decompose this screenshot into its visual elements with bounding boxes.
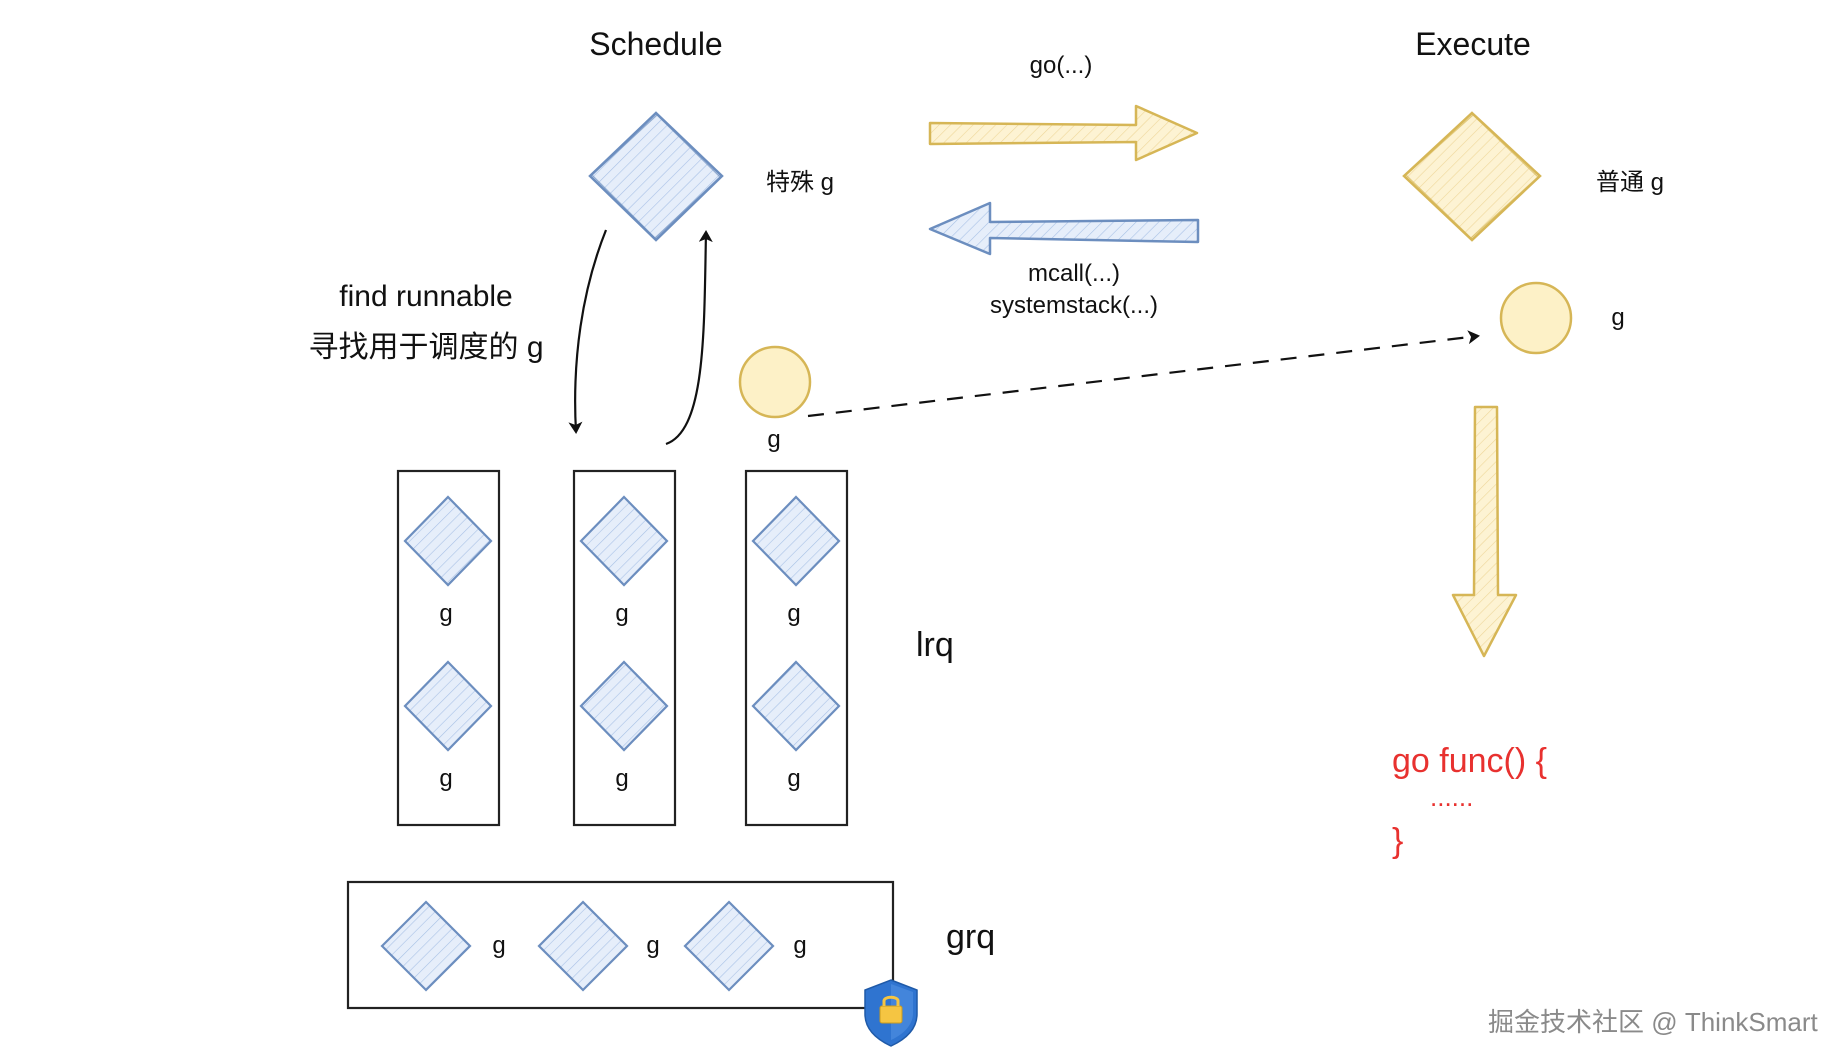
lrq-q2-g1-label: g <box>615 600 629 627</box>
lrq-q2-g1-diamond <box>579 495 669 587</box>
find-runnable-down-arrow <box>568 229 608 434</box>
normal-g-diamond <box>1402 111 1542 242</box>
special-g-diamond <box>588 111 724 242</box>
normal-g-label: 普通 g <box>1596 169 1665 196</box>
lrq-q1-g1-label: g <box>439 600 453 627</box>
find-runnable-up-arrow <box>665 230 713 446</box>
grq-queue <box>346 880 895 1010</box>
go-call-label: go(...) <box>1029 52 1093 79</box>
dispatch-dashed-arrow <box>807 330 1480 418</box>
lrq-q1-g2-diamond <box>403 660 493 752</box>
lrq-queue-1 <box>396 469 501 827</box>
grq-g-diamonds <box>380 900 775 992</box>
lrq-q3-g2-diamond <box>751 660 841 752</box>
grq-g1-diamond <box>380 900 472 992</box>
code-line-3: } <box>1392 822 1404 860</box>
grq-g3-label: g <box>793 932 807 959</box>
grq-label: grq <box>946 918 996 956</box>
lrq-queue-3 <box>744 469 849 827</box>
grq-g2-label: g <box>646 932 660 959</box>
executing-g-label: g <box>1611 304 1625 331</box>
execute-title: Execute <box>1415 26 1531 62</box>
moving-g-circle <box>738 345 812 419</box>
watermark: 掘金技术社区 @ ThinkSmart <box>1488 1007 1818 1037</box>
lrq-g-diamonds <box>403 495 841 752</box>
lrq-q3-g1-diamond <box>751 495 841 587</box>
mcall-arrow <box>928 201 1200 256</box>
find-runnable-cn-label: 寻找用于调度的 g <box>308 331 544 364</box>
lrq-q2-g2-label: g <box>615 765 629 792</box>
execute-down-arrow <box>1451 405 1518 658</box>
grq-g3-diamond <box>683 900 775 992</box>
systemstack-label: systemstack(...) <box>989 292 1159 319</box>
lock-shield-icon <box>864 979 918 1047</box>
lrq-queue-2 <box>572 469 677 827</box>
lrq-label: lrq <box>916 626 954 664</box>
grq-g1-label: g <box>492 932 506 959</box>
executing-g-circle <box>1499 281 1573 355</box>
schedule-title: Schedule <box>589 26 723 62</box>
find-runnable-label: find runnable <box>339 280 513 313</box>
lrq-q3-g1-label: g <box>787 600 801 627</box>
moving-g-label: g <box>767 426 781 453</box>
lrq-q2-g2-diamond <box>579 660 669 752</box>
lrq-q1-g1-diamond <box>403 495 493 587</box>
code-line-1: go func() { <box>1392 742 1547 780</box>
code-line-2: ...... <box>1430 782 1474 812</box>
grq-g2-diamond <box>537 900 629 992</box>
lrq-q3-g2-label: g <box>787 765 801 792</box>
go-call-arrow <box>928 104 1199 162</box>
lrq-q1-g2-label: g <box>439 765 453 792</box>
special-g-label: 特殊 g <box>766 169 835 196</box>
mcall-label: mcall(...) <box>1028 260 1120 287</box>
